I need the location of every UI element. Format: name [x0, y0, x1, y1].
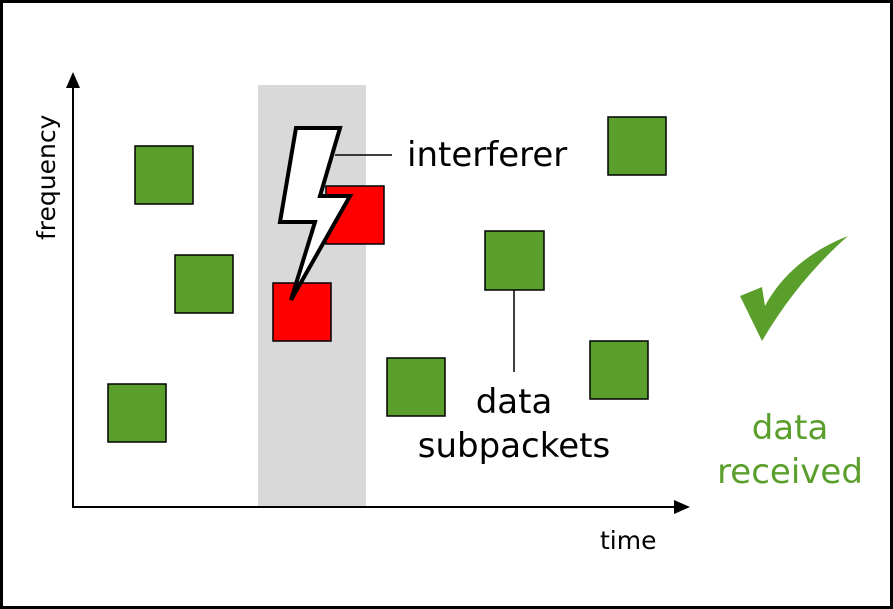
x-axis-label: time	[600, 526, 656, 555]
received-label-line1: data	[752, 408, 829, 448]
good-subpackets	[107, 116, 667, 443]
subpacket-good	[484, 230, 545, 291]
subpacket-good	[174, 254, 234, 314]
interferer-label: interferer	[407, 135, 567, 175]
x-axis-arrow	[674, 500, 690, 514]
subpacket-good	[607, 116, 667, 176]
subpacket-good	[386, 357, 446, 417]
subpacket-good	[107, 383, 167, 443]
lightning-bolt-icon	[277, 126, 354, 301]
check-mark-icon	[740, 236, 848, 341]
axes	[66, 72, 690, 514]
y-axis-label: frequency	[32, 114, 61, 240]
subpackets-label-line1: data	[476, 382, 553, 422]
received-label-line2: received	[717, 452, 863, 492]
subpackets-label-line2: subpackets	[418, 426, 610, 466]
subpacket-good	[134, 145, 194, 205]
subpacket-hit	[272, 282, 332, 342]
subpacket-good	[589, 340, 649, 400]
y-axis-arrow	[66, 72, 80, 88]
